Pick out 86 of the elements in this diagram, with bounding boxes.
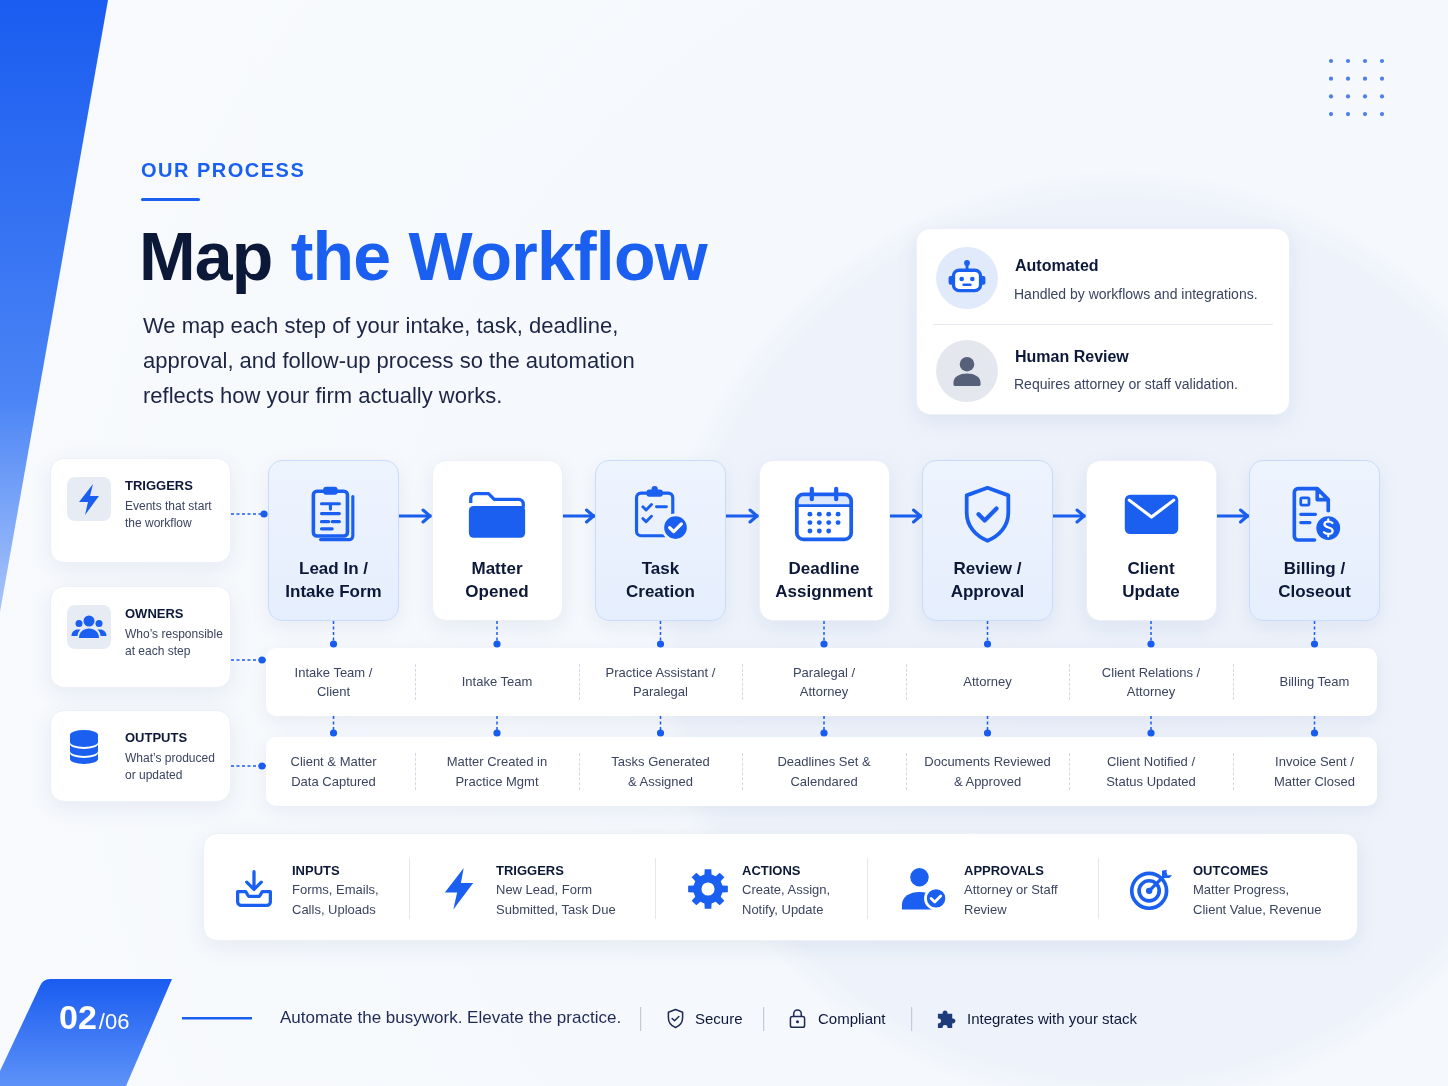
flow-arrow <box>562 508 595 524</box>
row-panel <box>266 648 1377 716</box>
dotted-connector <box>493 715 501 738</box>
card-description: What’s produced or updated <box>125 749 216 784</box>
tagline: Automate the busywork. Elevate the practice. <box>280 1008 622 1028</box>
info-card <box>50 458 231 563</box>
card-description: Who’s responsible at each step <box>125 625 224 660</box>
column-text: Client Relations / Attorney <box>1100 663 1202 701</box>
dotted-connector <box>230 656 267 664</box>
process-step-box <box>431 460 563 621</box>
feature-text: Compliant <box>818 1010 886 1028</box>
dotted-connector <box>1147 715 1155 738</box>
step-title: Client Update <box>1121 557 1181 603</box>
key-heading: Automated <box>1015 256 1099 276</box>
card-heading: OUTPUTS <box>125 730 188 745</box>
column-text: Tasks Generated & Assigned <box>610 753 711 791</box>
category-heading: OUTCOMES <box>1193 862 1269 878</box>
card-description: Events that start the workflow <box>125 497 213 532</box>
category-description: Matter Progress, Client Value, Revenue <box>1193 881 1323 919</box>
row-panel <box>266 737 1377 806</box>
intro-paragraph: We map each step of your intake, task, deadline, approval, and follow-up process so the automation reflects how your firm actually works. <box>143 311 636 410</box>
feature-text: Integrates with your stack <box>967 1010 1138 1028</box>
dotted-connector <box>820 620 828 649</box>
info-card <box>50 710 231 802</box>
flow-arrow <box>399 508 432 524</box>
category-description: New Lead, Form Submitted, Task Due <box>496 881 617 919</box>
category-description: Forms, Emails, Calls, Uploads <box>292 881 380 919</box>
step-title: Matter Opened <box>464 557 530 603</box>
flow-arrow <box>1216 508 1249 524</box>
dotted-connector <box>230 510 269 518</box>
category-description: Create, Assign, Notify, Update <box>742 881 832 919</box>
process-step-box <box>268 460 399 621</box>
process-step-box <box>922 460 1053 621</box>
column-text: Intake Team / Client <box>293 663 374 701</box>
dotted-connector <box>983 715 992 738</box>
process-step-box <box>595 460 726 621</box>
dotted-connector <box>230 762 267 770</box>
column-text: Practice Assistant / Paralegal <box>604 663 717 701</box>
category-heading: ACTIONS <box>742 862 801 878</box>
category-heading: INPUTS <box>292 862 340 878</box>
dotted-connector <box>983 620 992 649</box>
step-title: Billing / Closeout <box>1277 557 1352 603</box>
step-title: Deadline Assignment <box>774 557 874 603</box>
column-text: Paralegal / Attorney <box>791 663 857 701</box>
flow-arrow <box>889 508 922 524</box>
dotted-connector <box>656 715 665 738</box>
eyebrow-heading: OUR PROCESS <box>141 158 306 182</box>
key-description: Requires attorney or staff validation. <box>1014 375 1238 393</box>
column-text: Client & Matter Data Captured <box>289 753 378 791</box>
dotted-connector <box>820 715 828 738</box>
column-text: Attorney <box>963 673 1012 692</box>
flow-arrow <box>726 508 759 524</box>
dotted-connector <box>656 620 665 649</box>
summary-panel <box>203 833 1358 941</box>
flow-arrow <box>1053 508 1086 524</box>
category-description: Attorney or Staff Review <box>964 881 1059 919</box>
column-text: Intake Team <box>461 673 533 692</box>
dotted-connector <box>1310 715 1319 738</box>
card-heading: OWNERS <box>125 606 184 621</box>
column-text: Invoice Sent / Matter Closed <box>1273 753 1356 791</box>
category-heading: APPROVALS <box>964 862 1044 878</box>
key-heading: Human Review <box>1015 347 1129 367</box>
dotted-connector <box>1310 620 1319 649</box>
dotted-connector <box>329 715 338 738</box>
dotted-connector <box>1147 620 1155 649</box>
page-number: 02 <box>59 1000 97 1034</box>
dotted-connector <box>329 620 338 649</box>
category-heading: TRIGGERS <box>496 862 564 878</box>
page-total: /06 <box>98 1011 130 1033</box>
process-step-box <box>1085 460 1217 621</box>
card-heading: TRIGGERS <box>125 478 193 493</box>
step-title: Review / Approval <box>949 557 1026 603</box>
dotted-connector <box>493 620 501 649</box>
key-card <box>916 228 1290 415</box>
step-title: Lead In / Intake Form <box>284 557 383 603</box>
key-description: Handled by workflows and integrations. <box>1014 285 1258 303</box>
column-text: Client Notified / Status Updated <box>1105 753 1197 791</box>
column-text: Matter Created in Practice Mgmt <box>445 753 549 791</box>
step-title: Task Creation <box>625 557 696 603</box>
column-text: Deadlines Set & Calendared <box>776 753 872 791</box>
process-step-box <box>1249 460 1380 621</box>
feature-text: Secure <box>695 1010 743 1028</box>
column-text: Billing Team <box>1279 673 1350 692</box>
info-card <box>50 586 231 688</box>
process-step-box <box>758 460 890 621</box>
column-text: Documents Reviewed & Approved <box>923 753 1052 791</box>
